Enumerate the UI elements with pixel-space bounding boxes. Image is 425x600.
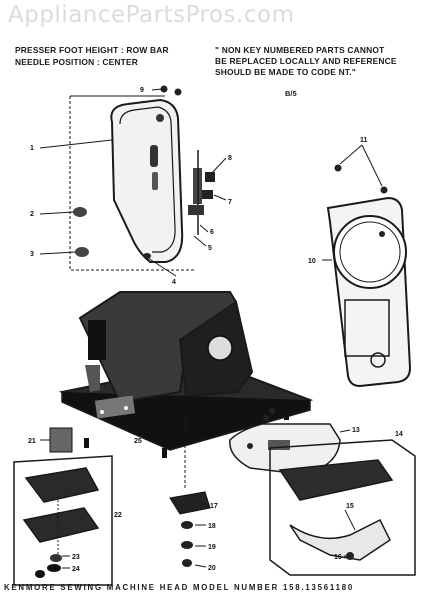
slide-plate-group xyxy=(229,403,351,475)
header-note-line3: SHOULD BE MADE TO CODE NT." xyxy=(215,67,356,77)
callout-16: 16 xyxy=(334,554,342,561)
header-needle-position: NEEDLE POSITION : CENTER xyxy=(15,57,138,67)
callout-4: 4 xyxy=(172,279,176,286)
callout-14: 14 xyxy=(395,431,403,438)
center-hardware-group xyxy=(40,410,211,568)
model-footer: KENMORE SEWING MACHINE HEAD MODEL NUMBER… xyxy=(4,583,355,592)
callout-20: 20 xyxy=(208,565,216,572)
callout-21: 21 xyxy=(28,438,36,445)
callout-13: 13 xyxy=(352,427,360,434)
header-presser-foot-height: PRESSER FOOT HEIGHT : ROW BAR xyxy=(15,45,169,55)
rear-cover-group xyxy=(322,144,412,388)
callout-10: 10 xyxy=(308,258,316,265)
callout-24: 24 xyxy=(72,566,80,573)
callout-labels: 1 2 3 4 5 6 7 8 9 10 11 12 13 14 15 16 1… xyxy=(28,87,403,573)
watermark-text: AppliancePartsPros.com xyxy=(8,2,295,28)
header-note-line1: " NON KEY NUMBERED PARTS CANNOT xyxy=(215,45,385,55)
callout-12: 12 xyxy=(282,402,290,409)
callout-1: 1 xyxy=(30,145,34,152)
callout-7: 7 xyxy=(228,199,232,206)
parts-box-left xyxy=(13,455,113,586)
callout-18: 18 xyxy=(208,523,216,530)
callout-15: 15 xyxy=(346,503,354,510)
face-plate-group xyxy=(39,85,227,277)
callout-2: 2 xyxy=(30,211,34,218)
machine-head-group xyxy=(58,291,314,458)
callout-23: 23 xyxy=(72,554,80,561)
callout-9: 9 xyxy=(140,87,144,94)
callout-19: 19 xyxy=(208,544,216,551)
callout-11: 11 xyxy=(360,137,368,144)
callout-6: 6 xyxy=(210,229,214,236)
callout-3: 3 xyxy=(30,251,34,258)
callout-22: 22 xyxy=(114,512,122,519)
callout-5: 5 xyxy=(208,245,212,252)
parts-box-right xyxy=(269,439,416,576)
sheet-code: B/5 xyxy=(285,89,297,98)
header-note-line2: BE REPLACED LOCALLY AND REFERENCE xyxy=(215,56,397,66)
callout-25: 25 xyxy=(134,438,142,445)
callout-17: 17 xyxy=(210,503,218,510)
callout-8: 8 xyxy=(228,155,232,162)
